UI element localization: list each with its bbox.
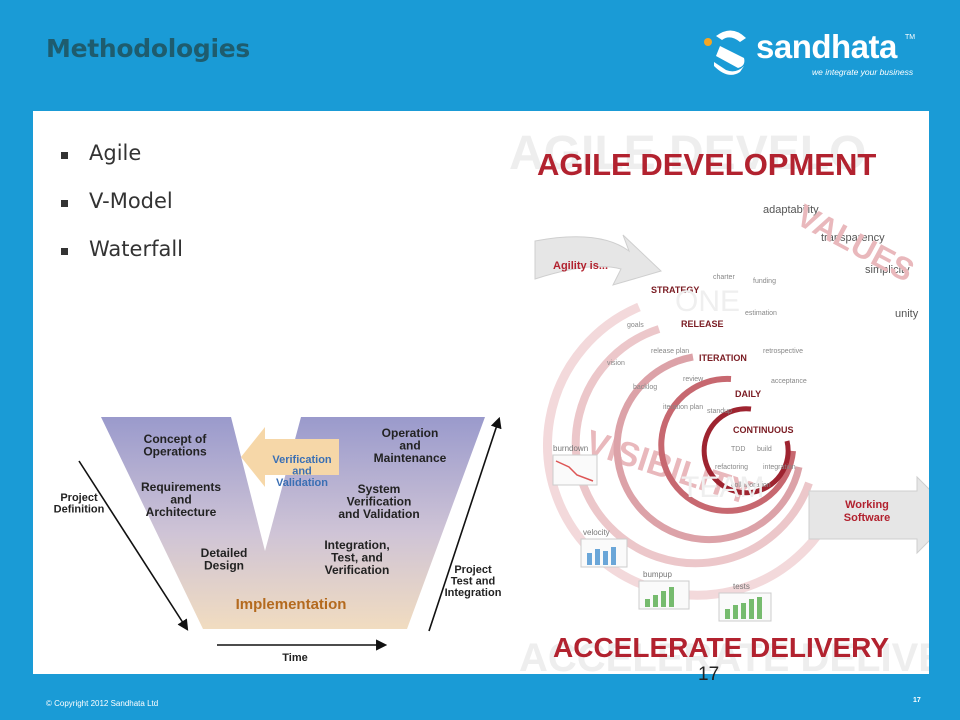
chart-velocity-label: velocity [583, 528, 610, 537]
label-goals: goals [627, 322, 644, 329]
label-retrospective: retrospective [763, 348, 803, 355]
methodology-list: Agile V-Model Waterfall [57, 141, 183, 285]
agile-footer-shadow: ACCELERATE DELIVERY [519, 636, 929, 674]
stage-continuous: CONTINUOUS [733, 425, 794, 435]
bullet-label: Agile [89, 141, 142, 165]
value-adaptability: adaptability [763, 204, 819, 216]
bullet-square-icon [61, 152, 68, 159]
sandhata-logo-icon [704, 30, 746, 75]
value-unity: unity [895, 308, 919, 320]
exit-line-2: Software [844, 512, 890, 524]
ghost-team: TEAM [681, 471, 764, 504]
ghost-one: ONE [675, 285, 740, 318]
vm-bottom: Implementation [236, 596, 347, 613]
vm-axis-bottom: Time [282, 652, 307, 664]
stage-daily: DAILY [735, 389, 761, 399]
v-shape [101, 417, 485, 629]
iteration-ring [613, 353, 803, 544]
daily-ring [658, 375, 796, 514]
agile-title: AGILE DEVELOPMENT [537, 147, 876, 182]
tests-chart-icon [718, 592, 772, 622]
label-review: review [683, 376, 704, 383]
label-charter: charter [713, 274, 735, 281]
value-transparency: transparency [821, 232, 885, 244]
agility-entry: Agility is... [553, 260, 608, 272]
bullet-label: V-Model [89, 189, 173, 213]
agile-footer: ACCELERATE DELIVERY [553, 632, 889, 663]
stage-strategy: STRATEGY [651, 285, 699, 295]
velocity-chart-icon [580, 538, 628, 568]
bumpup-chart-icon [638, 580, 690, 610]
value-simplicity: simplicity [865, 264, 910, 276]
bullet-square-icon [61, 248, 68, 255]
company-logo[interactable]: sandhata TM we integrate your business [702, 26, 922, 82]
label-estimation: estimation [745, 310, 777, 317]
label-collaboration: collaboration [731, 482, 771, 489]
chart-burndown-label: burndown [553, 444, 588, 453]
label-build: build [757, 446, 772, 453]
list-item: Agile [57, 141, 183, 189]
list-item: V-Model [57, 189, 183, 237]
list-item: Waterfall [57, 237, 183, 285]
label-release-plan: release plan [651, 348, 689, 355]
values-word: VALUES [791, 197, 920, 289]
bullet-label: Waterfall [89, 237, 184, 261]
logo-wordmark: sandhata [756, 28, 897, 65]
stage-iteration: ITERATION [699, 353, 747, 363]
copyright-notice: © Copyright 2012 Sandhata Ltd [46, 699, 159, 708]
bullet-square-icon [61, 200, 68, 207]
label-tdd: TDD [731, 446, 745, 453]
label-acceptance: acceptance [771, 378, 807, 385]
page-number: 17 [698, 664, 720, 685]
chart-bumpup-label: bumpup [643, 570, 672, 579]
chart-tests-label: tests [733, 582, 750, 591]
logo-tagline: we integrate your business [812, 67, 914, 77]
label-refactoring: refactoring [715, 464, 748, 471]
label-backlog: backlog [633, 384, 657, 391]
label-standup: standup [707, 408, 732, 415]
exit-line-1: Working [845, 499, 889, 511]
label-vision: vision [607, 360, 625, 367]
continuous-ring [701, 406, 791, 496]
logo-trademark: TM [905, 34, 916, 41]
center-arrow-shape [241, 427, 339, 487]
burndown-chart-icon [552, 454, 598, 486]
release-ring [571, 325, 813, 568]
agile-watermark: AGILE DEVELO [509, 127, 866, 180]
slide-number: 17 [913, 697, 921, 704]
label-iteration-plan: iteration plan [663, 404, 703, 411]
agile-development-diagram: AGILE DEVELO AGILE DEVELOPMENT adaptabil… [509, 127, 929, 674]
working-software-arrow-shape [808, 475, 929, 555]
label-integration: integration [763, 464, 796, 471]
label-funding: funding [753, 278, 776, 285]
stage-release: RELEASE [681, 319, 724, 329]
slide-title: Methodologies [46, 34, 250, 63]
agility-arrow-shape [534, 234, 662, 286]
